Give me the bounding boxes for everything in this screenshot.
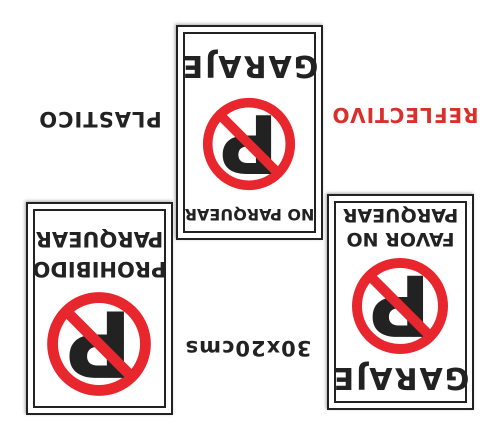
sign-favor-no-parquear-garaje: GARAJE P FAVOR NO PARQUEAR xyxy=(327,194,474,410)
material-label: PLASTICO xyxy=(38,107,162,131)
sign-line-no-parquear: NO PARQUEAR xyxy=(184,205,315,224)
reflective-label: REFLECTIVO xyxy=(331,103,479,127)
sign-line-parquear: PARQUEAR xyxy=(35,227,164,251)
sign-garaje-no-parquear: NO PARQUEAR P GARAJE xyxy=(176,25,323,240)
size-label: 30x20cms xyxy=(184,336,312,360)
no-parking-symbol: P xyxy=(47,290,151,396)
no-parking-symbol: P xyxy=(202,96,296,191)
sign-line-garaje: GARAJE xyxy=(180,48,319,83)
sign-prohibido-parquear: P PROHIBIDO PARQUEAR xyxy=(26,202,173,415)
no-parking-symbol: P xyxy=(352,256,448,354)
sign-line-parquear: PARQUEAR xyxy=(342,204,459,226)
sign-line-favor-no: FAVOR NO xyxy=(346,228,455,250)
sign-line-garaje: GARAJE xyxy=(331,360,470,395)
sign-line-prohibido: PROHIBIDO xyxy=(32,257,167,281)
